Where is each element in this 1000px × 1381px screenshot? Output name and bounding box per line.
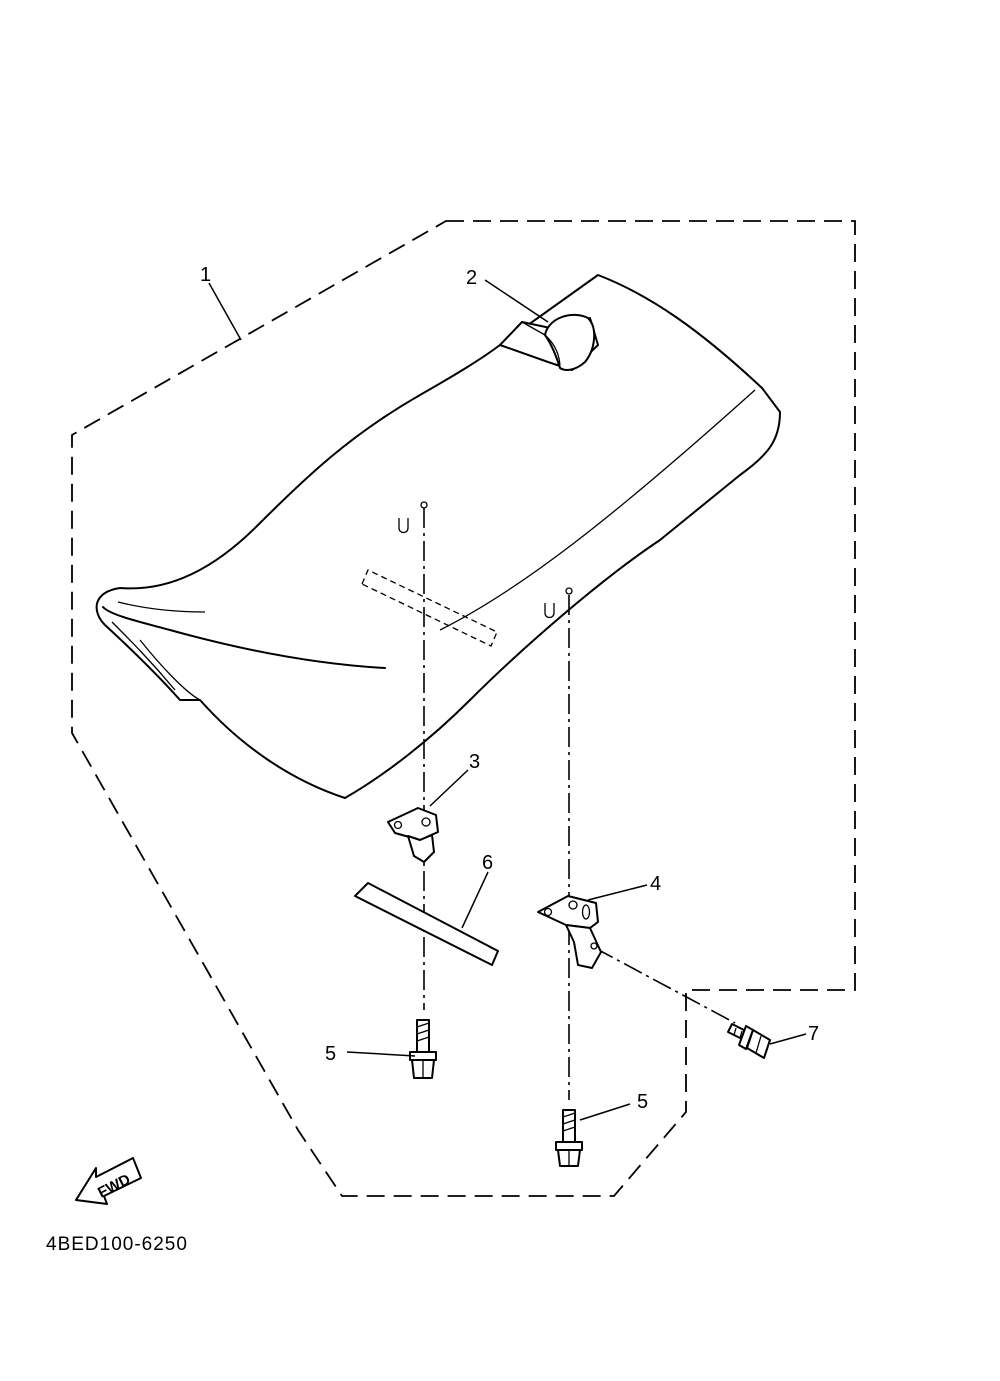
callout-labels: 1 2 3 4 5 5 6 7 <box>200 264 819 1113</box>
bolt-part-5-right <box>555 1109 583 1167</box>
callout-1: 1 <box>200 264 211 286</box>
assembly-center-lines <box>423 508 736 1100</box>
callout-2: 2 <box>466 267 477 289</box>
strap-part-2 <box>499 313 599 371</box>
bolt-part-7 <box>727 1023 771 1059</box>
callout-3: 3 <box>469 751 480 773</box>
leader-lines <box>208 279 807 1121</box>
callout-5-right: 5 <box>637 1091 648 1113</box>
damper-strip-part-6 <box>354 882 499 966</box>
callout-4: 4 <box>650 873 661 895</box>
bracket-part-4 <box>537 895 602 969</box>
callout-5-left: 5 <box>325 1043 336 1065</box>
assembly-boundary <box>71 220 856 1197</box>
seat-part-1 <box>95 274 781 799</box>
fwd-arrow-icon: FWD <box>75 1157 142 1205</box>
callout-7: 7 <box>808 1023 819 1045</box>
callout-6: 6 <box>482 852 493 874</box>
mounting-point-markers <box>398 501 573 619</box>
drawing-code: 4BED100-6250 <box>46 1234 188 1255</box>
bracket-part-3 <box>387 807 439 863</box>
bolt-part-5-left <box>409 1019 437 1079</box>
